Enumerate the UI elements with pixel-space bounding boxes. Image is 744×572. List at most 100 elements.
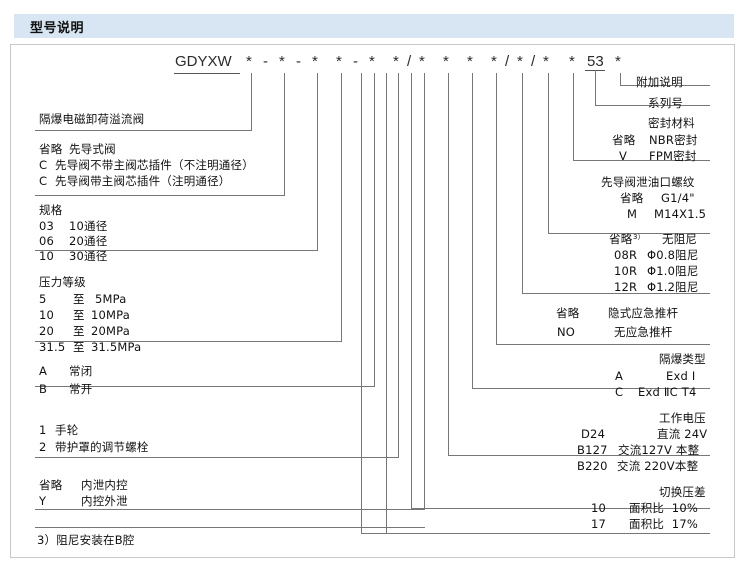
leader-h-pilot-drain-thread [548, 233, 710, 234]
right-emergency-desc-1: 无应急推杆 [614, 325, 673, 339]
right-explosion-type-code-1: C [615, 385, 624, 399]
left-adjust-type-code-1: 2 [39, 440, 47, 454]
right-pilot-drain-thread-desc-1: M14X1.5 [654, 207, 707, 221]
code-seg-4: * [312, 53, 318, 70]
leader-v-drain-control [424, 73, 425, 509]
left-size-spec-code-1: 06 [39, 234, 55, 248]
left-pressure-desc-3: 31.5MPa [91, 340, 142, 354]
right-damping-desc-3: Φ1.2阻尼 [647, 280, 699, 294]
left-drain-control-code-1: Y [39, 494, 47, 508]
right-damping-desc-0: 无阻尼 [662, 232, 698, 246]
code-prefix-underline [174, 73, 240, 74]
left-pilot-type-code-1: C [39, 158, 48, 172]
left-pressure-desc-0: 5MPa [95, 292, 127, 306]
leader-h-damping [522, 293, 710, 294]
code-seg-5: * [336, 53, 342, 70]
code-seg-16: / [531, 53, 536, 70]
leader-v-pilot-type [284, 73, 285, 195]
leader-h-emergency-push-rod [496, 344, 710, 345]
leader-h-product-name [35, 130, 252, 131]
right-explosion-type-title: 隔爆类型 [659, 352, 706, 366]
code-seg-14: / [505, 53, 510, 70]
left-size-spec-code-0: 03 [39, 219, 55, 233]
right-damping-desc-2: Φ1.0阻尼 [647, 264, 699, 278]
right-pilot-drain-thread-code-1: M [627, 207, 638, 221]
leader-v-series-number [595, 70, 596, 105]
leader-v-seal-material [573, 73, 574, 160]
right-seal-material-desc-1: FPM密封 [649, 149, 697, 163]
right-damping-code-3: 12R [614, 280, 638, 294]
code-seg-7: * [369, 53, 375, 70]
code-seg-1: - [263, 53, 268, 70]
leader-v-adjust-type [398, 73, 399, 457]
left-normal-state-code-1: B [39, 382, 48, 396]
right-emergency-code-0: 省略 [556, 306, 580, 320]
left-pressure-code-0: 5 [39, 292, 47, 306]
leader-h-additional-note [620, 85, 710, 86]
leader-h-pilot-type [35, 195, 285, 196]
right-explosion-type-desc-1: Exd ⅡC T4 [638, 385, 697, 399]
code-seg-12: * [467, 53, 473, 70]
leader-v-normal-state [374, 73, 375, 386]
leader-v-damping [522, 73, 523, 293]
left-adjust-type-desc-1: 带护罩的调节螺栓 [55, 440, 149, 454]
leader-h-size-spec [35, 250, 318, 251]
left-pressure-desc-2: 20MPa [91, 324, 131, 338]
left-adjust-type-code-0: 1 [39, 423, 47, 437]
left-drain-control-code-0: 省略 [39, 478, 63, 492]
right-damping-code-2: 10R [614, 264, 638, 278]
leader-v-size-spec [317, 73, 318, 250]
left-pilot-type-desc-1: 先导阀不带主阀芯插件（不注明通径） [55, 158, 254, 172]
right-switch-pressure-title: 切换压差 [659, 485, 706, 499]
left-size-spec-desc-1: 20通径 [69, 234, 108, 248]
right-explosion-type-code-0: A [615, 369, 624, 383]
left-pilot-type-code-0: 省略 [39, 142, 63, 156]
right-seal-material-desc-0: NBR密封 [649, 133, 698, 147]
footnote-separator [35, 527, 425, 528]
code-seg-2: * [279, 53, 285, 70]
right-damping-code-1: 08R [614, 248, 638, 262]
right-seal-material-title: 密封材料 [648, 116, 695, 130]
leader-v-working-voltage [448, 73, 449, 455]
right-damping-desc-1: Φ0.8阻尼 [647, 248, 699, 262]
leader-h-working-voltage [448, 455, 710, 456]
leader-v-extra-2 [386, 73, 387, 533]
left-pressure-mid-0: 至 [73, 292, 85, 306]
right-working-voltage-code-1: B127 [577, 443, 608, 457]
left-normal-state-desc-0: 常闭 [69, 364, 93, 378]
left-size-spec-desc-2: 30通径 [69, 249, 108, 263]
leader-h-series-number [595, 105, 710, 106]
right-explosion-type-desc-0: Exd Ⅰ [666, 369, 696, 383]
code-seg-19: 53 [587, 53, 604, 70]
leader-h-adjust-type [35, 457, 399, 458]
leader-h-pressure-rating [35, 341, 342, 342]
right-additional-note: 附加说明 [636, 75, 683, 89]
leader-v-switch-pressure-diff [411, 73, 412, 508]
right-seal-material-code-0: 省略 [612, 133, 636, 147]
leader-h-drain-control [35, 509, 425, 510]
right-pilot-drain-thread-code-0: 省略 [620, 191, 644, 205]
left-pressure-code-2: 20 [39, 324, 55, 338]
left-drain-control-desc-1: 内控外泄 [81, 494, 128, 508]
leader-h-explosion-proof-type [472, 388, 710, 389]
leader-v-emergency-push-rod [496, 73, 497, 344]
leader-v-pilot-drain-thread [548, 73, 549, 233]
leader-v-additional-note [620, 73, 621, 85]
left-pilot-type-desc-2: 先导阀带主阀芯插件（注明通径） [55, 174, 231, 188]
right-switch-pressure-desc-1: 面积比 17% [629, 517, 698, 531]
code-seg-11: * [443, 53, 449, 70]
left-pressure-title: 压力等级 [39, 275, 86, 289]
right-working-voltage-title: 工作电压 [659, 411, 706, 425]
left-pilot-type-code-2: C [39, 174, 48, 188]
right-switch-pressure-code-1: 17 [591, 517, 607, 531]
code-seg-15: * [517, 53, 523, 70]
code-seg-9: / [407, 53, 412, 70]
left-drain-control-desc-0: 内泄内控 [81, 478, 128, 492]
leader-h-normal-state [35, 386, 375, 387]
left-size-spec-code-2: 10 [39, 249, 55, 263]
code-seg-0: * [246, 53, 252, 70]
right-damping-footnote-marker: 3） [633, 233, 645, 241]
leader-h-seal-material [573, 160, 710, 161]
left-size-spec-title: 规格 [39, 203, 63, 217]
page-title: 型号说明 [30, 21, 85, 36]
